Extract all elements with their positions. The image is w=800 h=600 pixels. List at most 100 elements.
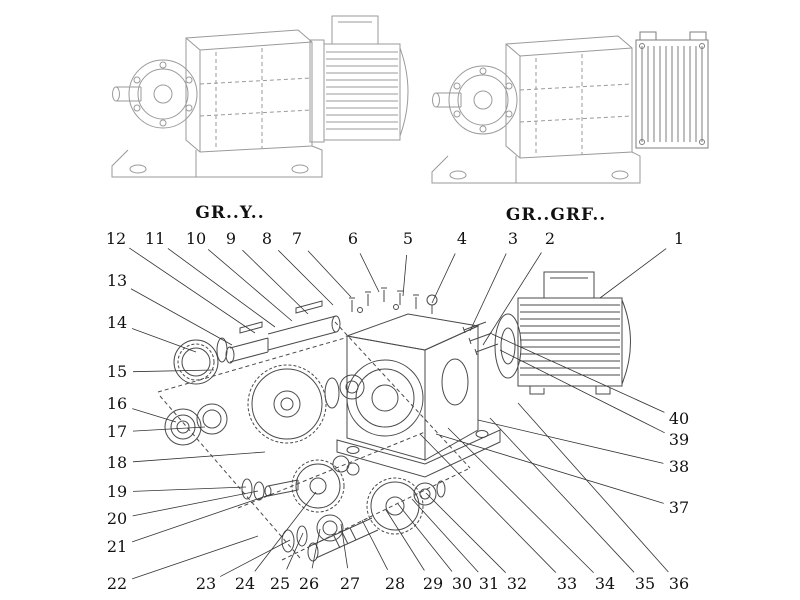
callout-leader-5 [402,254,408,297]
grf-cover-block [635,31,709,149]
callout-number-1: 1 [674,229,684,248]
callout-leader-15 [132,369,215,373]
callout-number-16: 16 [107,394,127,413]
callout-number-33: 33 [557,574,577,593]
callout-number-21: 21 [107,537,127,556]
callout-number-27: 27 [340,574,360,593]
callout-number-2: 2 [545,229,555,248]
callout-leader-34 [447,427,594,574]
callout-leader-37 [435,433,664,504]
callout-leader-2 [482,252,542,346]
axis-input [157,337,346,393]
shaft-key-2 [295,300,323,314]
callout-number-28: 28 [385,574,405,593]
callout-number-8: 8 [262,229,272,248]
axis-plane2 [334,321,471,469]
input-shaft [225,300,341,364]
eyebolt-icon [426,294,438,306]
callout-leader-30 [397,503,453,572]
callout-leader-11 [167,248,276,328]
callout-leader-18 [132,451,266,463]
callout-number-37: 37 [669,498,689,517]
model-label-left: GR..Y.. [195,203,265,223]
callout-number-9: 9 [226,229,236,248]
callout-leader-25 [286,532,304,570]
intermediate-gear-set [241,455,360,513]
callout-leader-38 [477,419,664,464]
callout-leader-7 [307,250,352,298]
callout-number-5: 5 [403,229,413,248]
callout-leader-31 [411,498,479,573]
callout-leader-29 [385,509,425,571]
callout-number-18: 18 [107,453,127,472]
callout-leader-17 [132,426,206,432]
callout-leader-16 [132,408,177,423]
axis-intermediate [237,431,426,509]
callout-number-17: 17 [107,422,127,441]
callout-number-29: 29 [423,574,443,593]
callout-leader-23 [219,539,291,577]
callout-number-38: 38 [669,457,689,476]
callout-number-34: 34 [595,574,615,593]
callout-number-7: 7 [292,229,302,248]
callout-leader-20 [132,490,259,517]
callout-number-19: 19 [107,482,127,501]
model-label-right: GR..GRF.. [505,205,607,225]
callout-leader-32 [425,492,506,573]
shaft-key-1 [239,321,263,334]
callout-leader-3 [469,253,507,332]
callout-leader-4 [431,253,456,304]
callout-leader-1 [599,248,667,299]
callout-number-36: 36 [669,574,689,593]
callout-leader-14 [131,328,197,353]
callout-number-30: 30 [452,574,472,593]
callout-number-4: 4 [457,229,467,248]
callout-leader-27 [340,523,349,569]
callout-number-14: 14 [107,313,127,332]
top-fasteners [349,287,438,314]
callout-leader-35 [489,417,635,573]
callout-leader-28 [361,519,389,570]
callout-number-39: 39 [669,430,689,449]
callout-leader-10 [207,249,293,322]
callout-number-35: 35 [635,574,655,593]
callout-number-6: 6 [348,229,358,248]
callout-number-11: 11 [145,229,165,248]
seal-cover [173,337,228,385]
callout-leader-36 [517,402,669,573]
callout-leader-39 [499,349,665,434]
callout-number-40: 40 [669,409,689,428]
callout-leader-21 [132,493,273,543]
callout-number-25: 25 [270,574,290,593]
callout-number-20: 20 [107,509,127,528]
callout-number-31: 31 [479,574,499,593]
callout-number-15: 15 [107,362,127,381]
output-shaft-assembly [281,477,446,562]
callout-leader-12 [129,247,256,334]
bore-rings [324,374,365,409]
callout-leader-22 [132,535,259,580]
large-gear [247,364,327,444]
motor [494,271,631,395]
callout-number-10: 10 [186,229,206,248]
exploded-view [157,271,631,562]
callout-number-23: 23 [196,574,216,593]
callout-leader-6 [359,253,380,293]
callout-leader-8 [278,250,334,306]
callout-number-22: 22 [107,574,127,593]
callout-number-12: 12 [106,229,126,248]
callout-leader-40 [491,333,665,413]
callout-number-3: 3 [508,229,518,248]
callout-number-26: 26 [299,574,319,593]
callout-leader-24 [254,491,317,572]
axis-plane [159,395,301,559]
callout-leader-9 [242,249,309,315]
callout-leader-13 [130,288,233,346]
callout-number-24: 24 [235,574,255,593]
callout-number-13: 13 [107,271,127,290]
callout-number-32: 32 [507,574,527,593]
callout-leader-19 [132,486,247,492]
callout-leader-33 [419,433,557,573]
